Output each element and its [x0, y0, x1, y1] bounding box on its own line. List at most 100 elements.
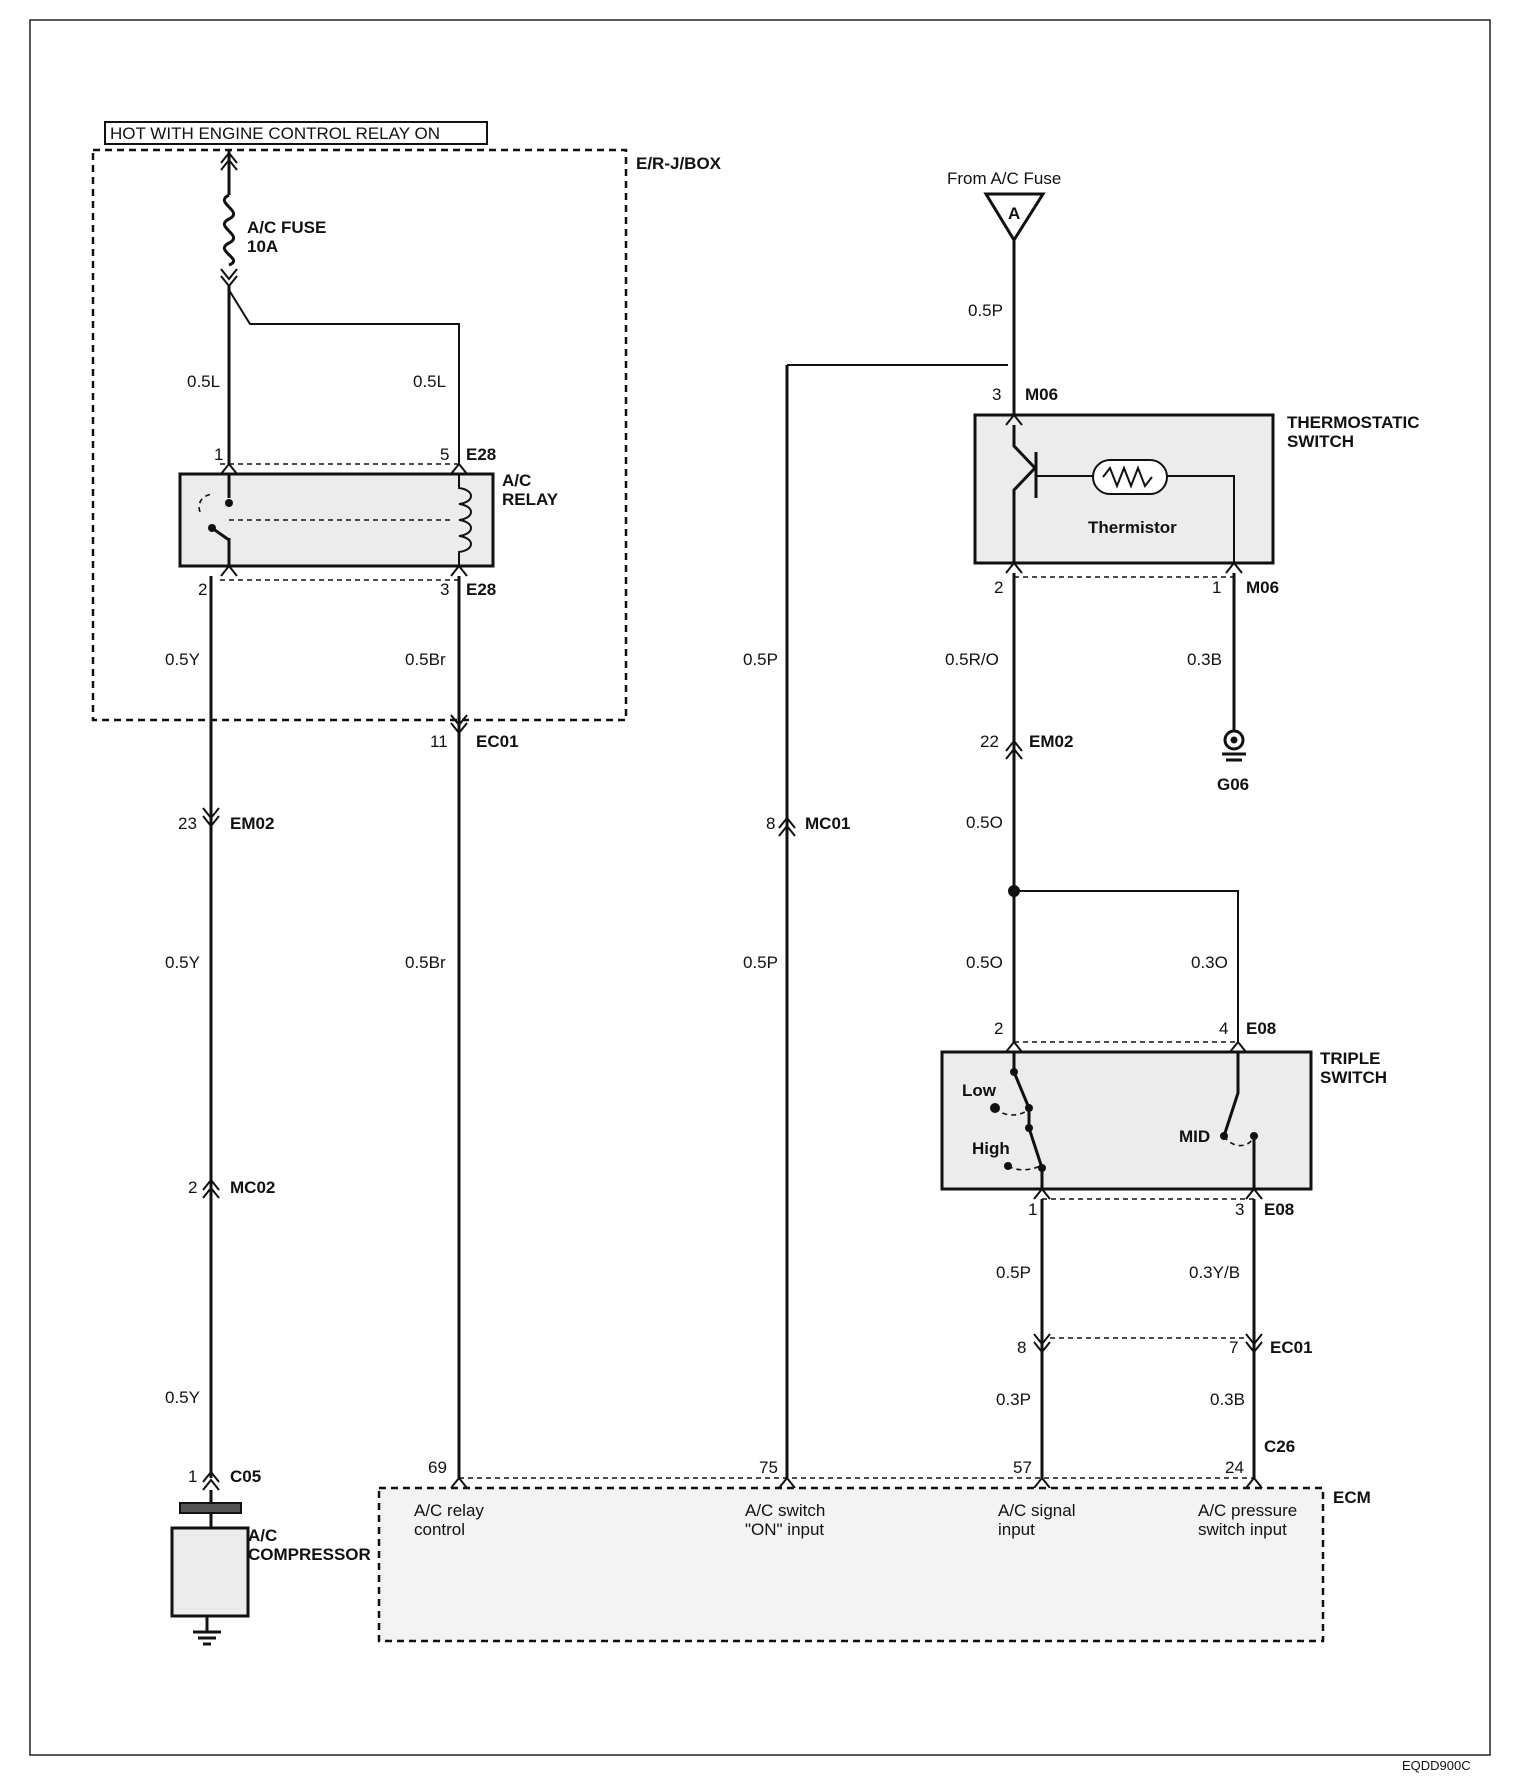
ec01b-pin-8: 8 [1017, 1338, 1026, 1357]
em02-left-name: EM02 [230, 814, 274, 833]
ec01b-pin-7: 7 [1229, 1338, 1238, 1357]
thermostatic-transistor-leads [1012, 425, 1037, 563]
wire-label-w4: 0.5Br [405, 650, 446, 669]
em02-left-connector [202, 807, 220, 828]
figure-code: EQDD900C [1402, 1758, 1471, 1773]
ac-compressor-body [170, 1526, 250, 1618]
hot-label: HOT WITH ENGINE CONTROL RELAY ON [110, 124, 440, 143]
hot-label-box [104, 121, 488, 145]
relay-pin-5: 5 [440, 445, 449, 464]
e28-top-label: E28 [466, 445, 496, 464]
ecm-input-relay-2: control [414, 1520, 465, 1539]
wire-label-w18: 0.3P [996, 1390, 1031, 1409]
ecm-input-switch-1: A/C switch [745, 1501, 825, 1520]
compressor-clutch [179, 1502, 242, 1514]
from-fuse-ref: A [1008, 204, 1020, 223]
triple-contact-4 [1038, 1164, 1046, 1172]
fuse-rating: 10A [247, 237, 278, 256]
m06-pin-1: 1 [1212, 578, 1221, 597]
ec01b-name: EC01 [1270, 1338, 1313, 1357]
wire-fuse-relay-pin5 [228, 289, 460, 465]
low-motion [994, 1107, 1029, 1116]
ground-name: G06 [1217, 775, 1249, 794]
junction-box-outline [91, 148, 628, 722]
wire-label-w11: 0.5R/O [945, 650, 999, 669]
wire-label-w8: 0.5P [743, 650, 778, 669]
diagram-frame [29, 19, 1491, 1756]
ec01-pin: 11 [430, 732, 448, 751]
ground-g06-bars [1222, 752, 1246, 762]
compressor-name-2: COMPRESSOR [248, 1545, 371, 1564]
thermostatic-switch-body [973, 413, 1275, 565]
e08-top-name: E08 [1246, 1019, 1276, 1038]
wire-label-w1: 0.5L [187, 372, 220, 391]
triple-name-2: SWITCH [1320, 1068, 1387, 1087]
fuse-top-terminal [220, 151, 238, 171]
wire-label-w5: 0.5Y [165, 953, 200, 972]
m06-bottom-name: M06 [1246, 578, 1279, 597]
ecm-input-pressure-1: A/C pressure [1198, 1501, 1297, 1520]
ecm-input-pressure-2: switch input [1198, 1520, 1287, 1539]
relay-switch-arm [211, 526, 230, 542]
ecm-terminals [450, 1476, 1263, 1489]
mc01-name: MC01 [805, 814, 850, 833]
ec01-name: EC01 [476, 732, 519, 751]
e08-bottom-pin-3: 3 [1235, 1200, 1244, 1219]
ecm-pin-24: 24 [1225, 1458, 1244, 1477]
wire-label-w3: 0.5Y [165, 650, 200, 669]
relay-coil [458, 474, 472, 566]
wire-splice-triple-pin4 [1014, 890, 1239, 1043]
thermistor-resistor [1102, 465, 1153, 489]
wire-label-w10: 0.5P [968, 301, 1003, 320]
ec01-right-connectors [1033, 1333, 1263, 1354]
m06-top-pin: 3 [992, 385, 1001, 404]
fuse-bottom-terminal [220, 268, 238, 288]
mc01-connector [778, 816, 796, 837]
relay-name-2: RELAY [502, 490, 559, 509]
ecm-pin-69: 69 [428, 1458, 447, 1477]
c05-connector [202, 1470, 220, 1491]
triple-contact-2 [1025, 1104, 1033, 1112]
compressor-ground-icon [193, 1616, 221, 1646]
e08-bottom-name: E08 [1264, 1200, 1294, 1219]
em02-right-name: EM02 [1029, 732, 1073, 751]
thermostatic-name-1: THERMOSTATIC [1287, 413, 1420, 432]
ec01-connector [450, 714, 468, 735]
wire-label-w9: 0.5P [743, 953, 778, 972]
relay-connector-links [220, 463, 459, 581]
wire-label-w14: 0.5O [966, 953, 1003, 972]
high-motion [1007, 1165, 1041, 1171]
relay-pin-1: 1 [214, 445, 223, 464]
relay-pin-2: 2 [198, 580, 207, 599]
relay-name-1: A/C [502, 471, 531, 490]
triple-high-label: High [972, 1139, 1010, 1158]
wire-label-w2: 0.5L [413, 372, 446, 391]
triple-mid-arm [1222, 1052, 1240, 1137]
ecm-input-signal-2: input [998, 1520, 1035, 1539]
wire-label-w6: 0.5Br [405, 953, 446, 972]
wire-label-w17: 0.3Y/B [1189, 1263, 1240, 1282]
triple-terminals [1005, 1040, 1263, 1200]
c05-name: C05 [230, 1467, 261, 1486]
em02-left-pin: 23 [178, 814, 197, 833]
triple-low-label: Low [962, 1081, 997, 1100]
em02-right-pin: 22 [980, 732, 999, 751]
c05-pin: 1 [188, 1467, 197, 1486]
m06-pin-2: 2 [994, 578, 1003, 597]
wire-thermistor-ground [1167, 475, 1235, 563]
triple-mid-label: MID [1179, 1127, 1210, 1146]
ecm-input-switch-2: "ON" input [745, 1520, 824, 1539]
ecm-input-signal-1: A/C signal [998, 1501, 1075, 1520]
e08-bottom-pin-1: 1 [1028, 1200, 1037, 1219]
ecm-name: ECM [1333, 1488, 1371, 1507]
mc01-pin: 8 [766, 814, 775, 833]
compressor-name-1: A/C [248, 1526, 277, 1545]
from-fuse-triangle [983, 192, 1046, 243]
relay-contact-fixed [225, 499, 233, 507]
wire-label-w19: 0.3B [1210, 1390, 1245, 1409]
relay-pin-3: 3 [440, 580, 449, 599]
relay-arm-motion [198, 493, 215, 513]
junction-box-label: E/R-J/BOX [636, 154, 722, 173]
triple-contact-3 [1025, 1124, 1033, 1132]
